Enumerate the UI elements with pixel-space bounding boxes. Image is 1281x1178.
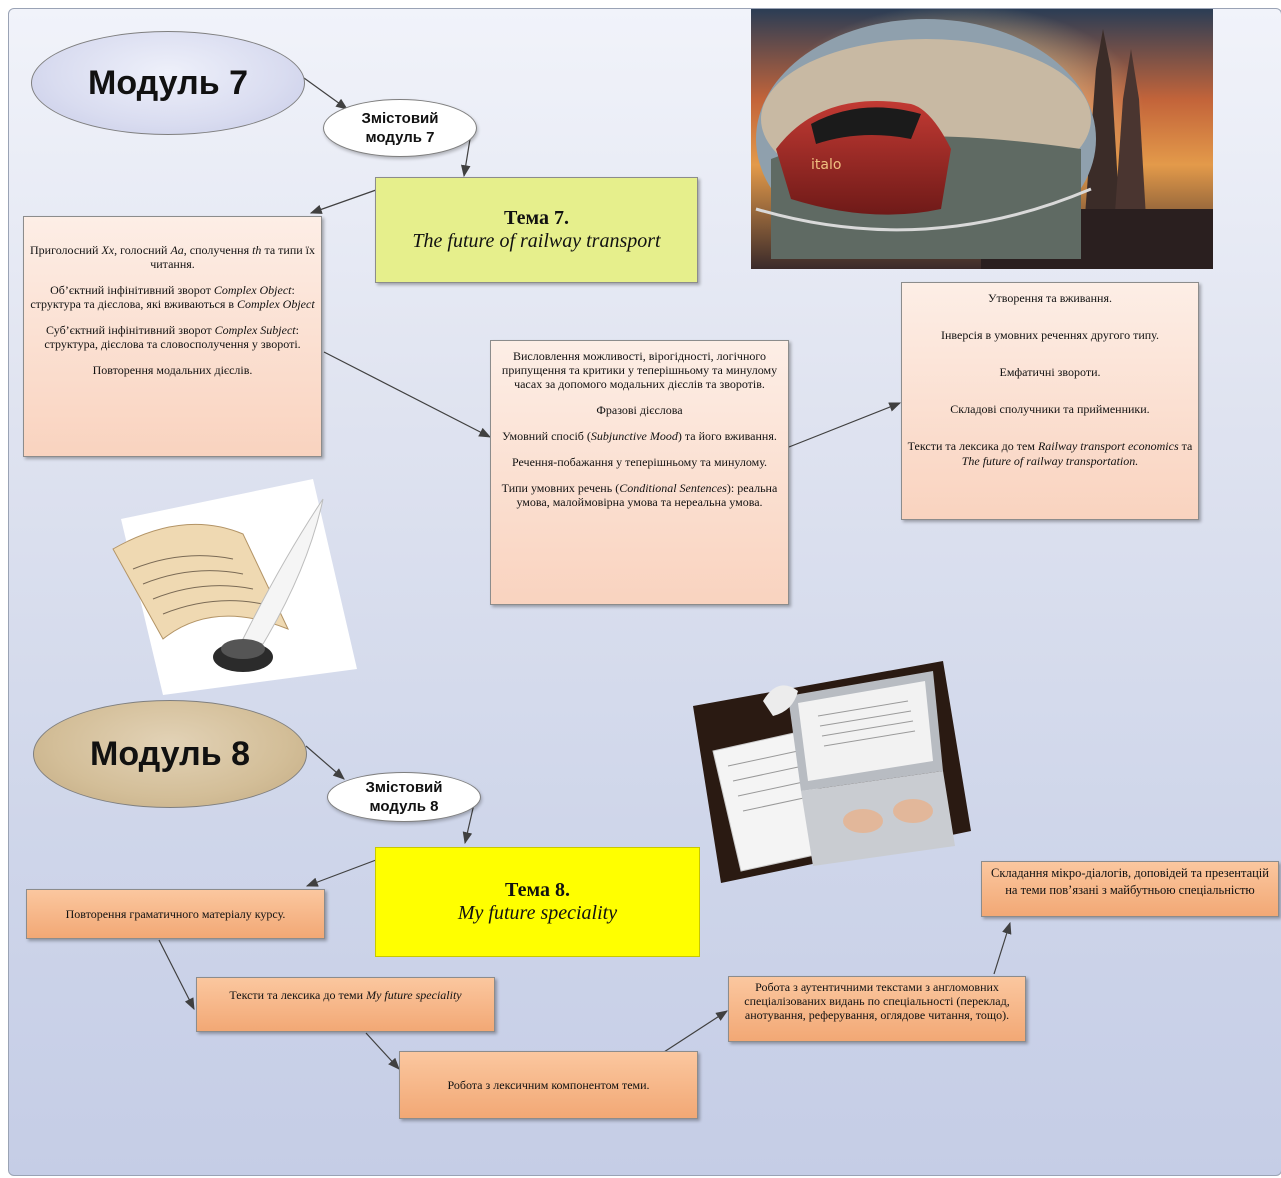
topic-7-title: The future of railway transport [412,230,661,252]
arrow-module8-to-sub [305,745,345,780]
arrow-box1-to-box2 [158,939,195,1011]
topic-7-box: Тема 7. The future of railway transport [375,177,698,283]
content-module-7-line1: Змістовий [361,110,439,127]
module-7-title: Модуль 7 [88,63,248,102]
arrow-box2-to-box3 [365,1032,400,1070]
quill-paper-image [93,479,357,695]
topic-8-title: My future speciality [457,902,618,924]
lexical-component-text: Робота з лексичним компонентом теми. [447,1078,650,1092]
conjunctions-item: Складові сполучники та прийменники. [950,402,1150,416]
complex-object-item: Об’єктний інфінітивний зворот Complex Ob… [30,283,315,311]
module-7-usage-box: Утворення та вживання. Інверсія в умовни… [901,282,1199,520]
inversion-item: Інверсія в умовних реченнях другого типу… [941,328,1159,342]
arrow-topic7-to-left [309,189,377,214]
content-module-8-oval: Змістовий модуль 8 [327,772,481,822]
grammar-review-text: Повторення граматичного матеріалу курсу. [65,907,286,921]
phrasal-verbs-item: Фразові дієслова [596,403,683,417]
arrow-topic8-to-box1 [305,859,377,887]
module-8-grammar-review-box: Повторення граматичного матеріалу курсу. [26,889,325,939]
topic-8-label: Тема 8. [505,879,570,901]
module-7-modality-box: Висловлення можливості, вірогідності, ло… [490,340,789,605]
module-8-authentic-texts-box: Робота з аутентичними текстами з англомо… [728,976,1026,1042]
topic-8-box: Тема 8. My future speciality [375,847,700,957]
module-8-title: Модуль 8 [90,734,250,773]
mind-map-canvas: Модуль 7 Змістовий модуль 7 Тема 7. The … [8,8,1281,1176]
content-module-8-line2: модуль 8 [369,798,439,815]
usage-item: Утворення та вживання. [988,291,1112,305]
modality-item: Висловлення можливості, вірогідності, ло… [501,349,778,391]
arrow-module7-to-sub [303,77,348,110]
module-8-lexical-box: Робота з лексичним компонентом теми. [399,1051,698,1119]
svg-text:italo: italo [811,157,841,173]
arrow-middle-to-right [788,402,902,448]
module-8-oval: Модуль 8 [33,700,307,808]
train-city-image: italo [751,9,1213,269]
authentic-texts-text: Робота з аутентичними текстами з англомо… [744,980,1010,1022]
module-7-phonetics-grammar-box: Приголосний Xx, голосний Aa, сполучення … [23,216,322,457]
phonetics-item: Приголосний Xx, голосний Aa, сполучення … [30,243,315,271]
complex-subject-item: Суб’єктний інфінітивний зворот Complex S… [44,323,301,351]
subjunctive-item: Умовний спосіб (Subjunctive Mood) та йог… [502,429,777,443]
laptop-papers-image [693,661,971,883]
texts-item: Тексти та лексика до тем Railway transpo… [907,439,1193,468]
modal-verbs-item: Повторення модальних дієслів. [92,363,253,377]
module-8-presentations-box: Складання мікро-діалогів, доповідей та п… [981,861,1279,917]
wishes-item: Речення-побажання у теперішньому та мину… [511,455,768,469]
module-7-oval: Модуль 7 [31,31,305,135]
arrow-box3-to-box4 [663,1010,729,1053]
texts-vocab-text: Тексти та лексика до теми My future spec… [229,988,462,1002]
conditionals-item: Типи умовних речень (Conditional Sentenc… [501,481,778,509]
content-module-7-line2: модуль 7 [365,129,435,146]
arrow-box4-to-box5 [993,921,1012,975]
arrow-left-to-middle [323,351,492,438]
topic-7-label: Тема 7. [504,207,569,229]
presentations-text: Складання мікро-діалогів, доповідей та п… [991,866,1269,897]
content-module-7-oval: Змістовий модуль 7 [323,99,477,157]
content-module-8-line1: Змістовий [365,779,443,796]
module-8-texts-box: Тексти та лексика до теми My future spec… [196,977,495,1032]
emphatic-item: Емфатичні звороти. [999,365,1101,379]
